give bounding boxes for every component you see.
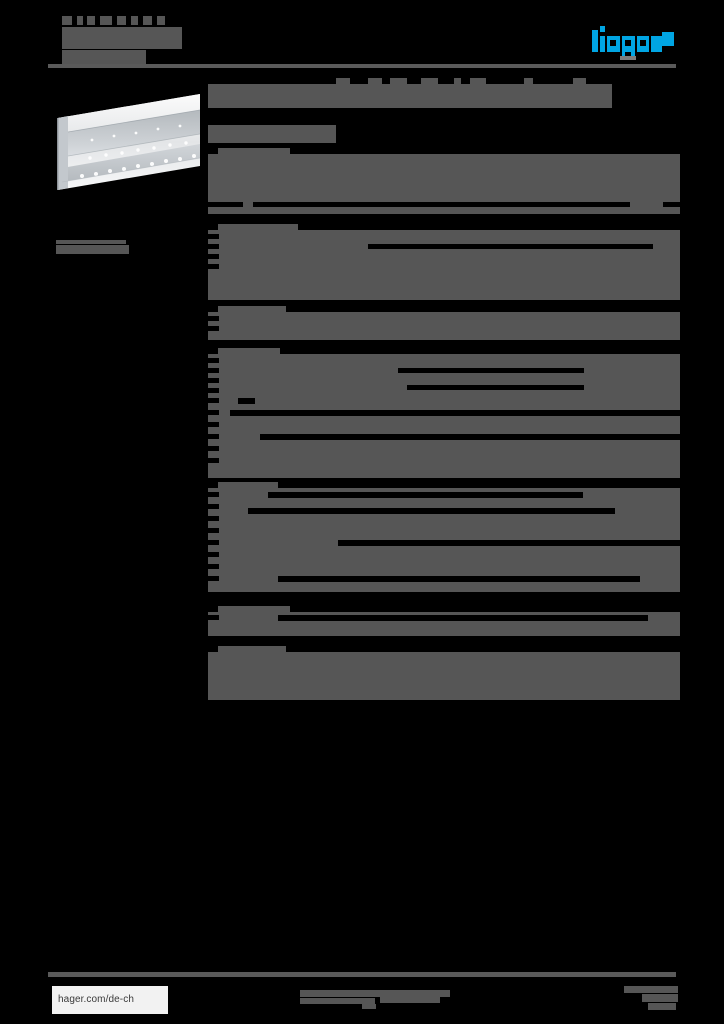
footer-center-bar [300,998,375,1004]
spec-row-gap [208,446,219,451]
product-title-cap [454,78,461,85]
spec-block-2-heading [218,224,298,231]
document-title-bar [87,16,95,25]
spec-row-gap [208,378,219,383]
spec-row-gap [208,434,219,439]
product-photo [52,88,200,200]
spec-block-4 [208,354,680,478]
spec-row-gap [208,388,219,393]
footer-url[interactable]: hager.com/de-ch [52,986,168,1014]
spec-row-gap [208,504,219,509]
spec-row-gap [208,244,219,249]
product-title-cap [470,78,486,85]
spec-row-gap [208,254,219,259]
footer-center-bar [300,990,450,997]
document-title-bar [100,16,112,25]
spec-row-gap [208,528,219,533]
spec-block-1 [208,154,680,214]
product-title-cap [336,78,350,85]
spec-row-gap [208,540,219,545]
spec-block-6-heading [218,606,290,613]
spec-row-gap [268,492,583,498]
product-reference-bar [208,125,336,143]
product-title-bar [208,84,612,108]
spec-block-3-heading [218,306,286,313]
spec-row-gap [260,434,680,440]
spec-row-gap [208,615,219,620]
spec-row-gap [368,244,653,249]
spec-row-gap [208,234,219,239]
spec-row-gap [208,422,219,427]
document-title-bar [117,16,126,25]
footer-page-bar [624,986,678,993]
document-title-bar [131,16,138,25]
document-title-bar [62,16,72,25]
product-title-cap [390,78,407,85]
spec-row-gap [398,368,584,373]
product-title-cap [421,78,438,85]
spec-row-gap [230,410,680,416]
spec-row-gap [253,202,630,207]
document-title-bar [157,16,165,25]
spec-row-gap [208,410,219,415]
spec-row-gap [208,398,219,403]
footer-center-bar [362,1004,376,1009]
spec-row-gap [208,316,219,321]
spec-block-5 [208,488,680,592]
spec-row-gap [208,516,219,521]
spec-row-gap [208,202,243,207]
product-title-cap [368,78,382,85]
spec-row-gap [278,576,640,582]
spec-row-gap [338,540,680,546]
document-title-bar [143,16,152,25]
document-title-bar [77,16,83,25]
spec-block-6 [208,612,680,636]
spec-block-3 [208,312,680,340]
spec-row-gap [208,264,219,269]
footer-divider [48,972,676,977]
spec-row-gap [278,615,648,621]
spec-row-gap [208,564,219,569]
spec-row-gap [208,368,219,373]
header-divider [48,64,676,68]
hager-logo[interactable] [592,26,674,60]
left-label-bar [56,245,129,254]
spec-row-gap [208,358,219,363]
spec-row-gap [208,458,219,463]
product-title-cap [573,78,586,85]
spec-row-gap [248,508,615,514]
cable-trunking-illustration [57,94,200,190]
spec-row-gap [238,398,255,404]
spec-row-gap [208,552,219,557]
footer-page-bar [642,994,678,1002]
spec-block-7-heading [218,646,286,653]
footer-center-bar [380,990,440,1003]
left-label-bar [56,240,126,244]
spec-row-gap [208,576,219,581]
spec-row-gap [208,326,219,331]
page-header [0,0,724,72]
spec-block-4-heading [218,348,280,355]
product-title-cap [524,78,533,85]
spec-row-gap [208,492,219,497]
spec-block-2 [208,230,680,300]
footer-page-bar [648,1003,676,1010]
document-title-bar [62,50,146,68]
spec-block-5-heading [218,482,278,489]
spec-block-1-heading [218,148,290,155]
spec-row-gap [663,202,680,207]
spec-block-7 [208,652,680,700]
spec-row-gap [407,385,584,390]
document-title-bar [62,27,182,49]
